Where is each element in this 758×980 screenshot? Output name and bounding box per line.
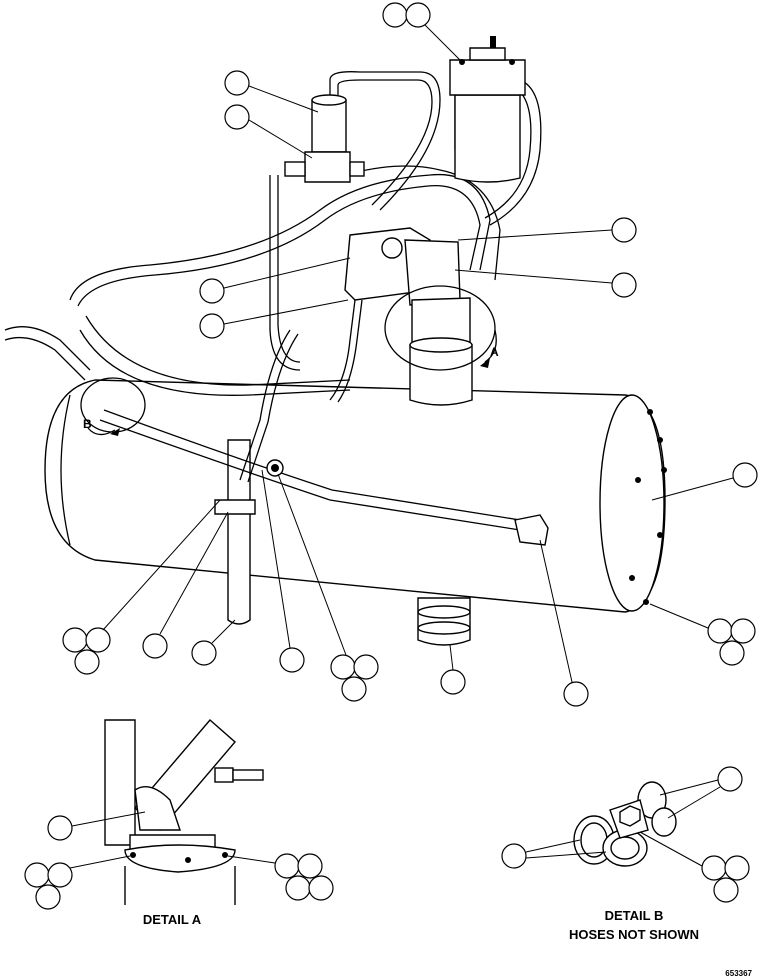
hose-routing	[4, 71, 542, 531]
callout-bubbles-detail-b	[501, 766, 750, 903]
marker-b: B	[83, 417, 92, 431]
detail-a-circle: A	[384, 285, 499, 371]
detail-b-circle: B	[80, 377, 146, 436]
end-cap-bolts	[629, 409, 667, 605]
detail-a-title: DETAIL A	[143, 912, 202, 927]
drain-fitting	[417, 597, 471, 646]
callout-bubbles-main	[62, 2, 758, 707]
elbow-fitting	[514, 514, 549, 546]
figure-id: 653367	[725, 969, 752, 978]
hose-clamp	[266, 459, 284, 477]
compressor-body	[409, 337, 473, 406]
support-pipe	[214, 439, 256, 625]
detail-b	[573, 781, 677, 867]
air-dryer	[449, 36, 526, 183]
governor-valve	[344, 227, 471, 346]
air-tank	[44, 379, 667, 613]
marker-a: A	[490, 345, 499, 359]
detail-a	[104, 719, 264, 905]
solenoid-valve	[284, 94, 365, 183]
detail-b-title: DETAIL B	[605, 908, 664, 923]
callout-bubbles-detail-a	[24, 811, 334, 910]
detail-b-note: HOSES NOT SHOWN	[569, 927, 699, 942]
